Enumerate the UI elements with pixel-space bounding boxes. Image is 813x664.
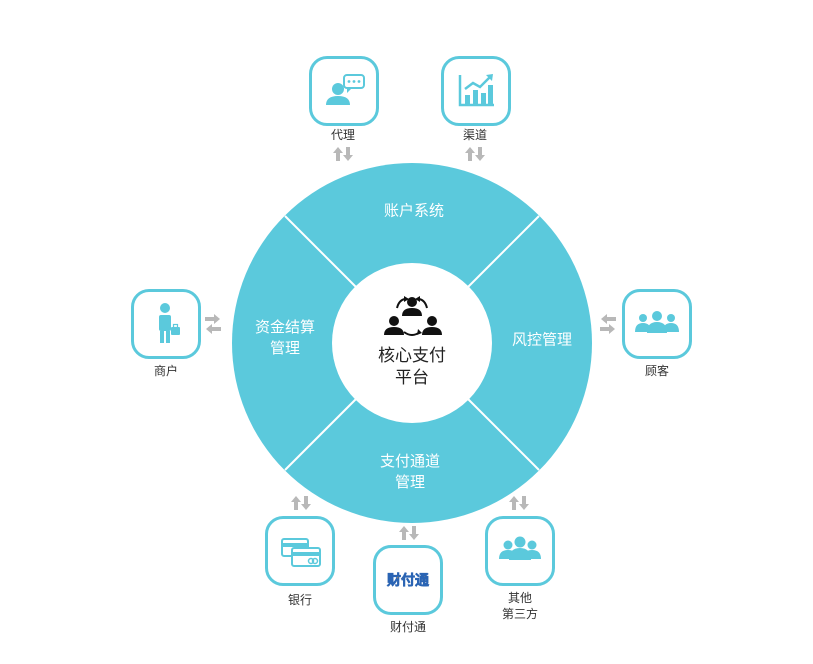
ring-divider-top-right xyxy=(467,215,540,288)
customer-node xyxy=(622,289,692,359)
agent-label: 代理 xyxy=(330,128,356,142)
bar-chart-growth-icon xyxy=(458,74,494,107)
merchant-label: 商户 xyxy=(153,364,179,378)
bank-cards-icon xyxy=(281,538,321,567)
segment-left-label: 资金结算 管理 xyxy=(255,317,315,359)
tenpay-bidirectional-arrows xyxy=(399,526,419,540)
segment-left-line2: 管理 xyxy=(269,339,301,357)
inner-core-circle xyxy=(332,263,492,423)
tenpay-label: 财付通 xyxy=(389,620,427,634)
segment-left-line1: 资金结算 xyxy=(254,318,316,336)
segment-bottom-label: 支付通道 管理 xyxy=(380,451,440,493)
customer-bidirectional-arrows xyxy=(600,314,616,334)
third-party-line2: 第三方 xyxy=(501,607,539,621)
segment-top-line1: 账户系统 xyxy=(383,201,445,220)
merchant-bidirectional-arrows xyxy=(205,314,221,334)
core-platform-label: 核心支付 平台 xyxy=(378,345,446,389)
bank-node xyxy=(265,516,335,586)
core-platform-line2: 平台 xyxy=(395,368,429,388)
core-platform-line1: 核心支付 xyxy=(378,346,446,366)
channel-bidirectional-arrows xyxy=(465,147,485,161)
agent-node xyxy=(309,56,379,126)
third-party-line1: 其他 xyxy=(507,591,533,605)
channel-node xyxy=(441,56,511,126)
third-party-node xyxy=(485,516,555,586)
tenpay-logo-text: 财付通 xyxy=(386,572,429,589)
tenpay-logo-icon: 财付通 xyxy=(384,570,432,590)
third-party-label: 其他 第三方 xyxy=(502,590,538,622)
ring-divider-top-left xyxy=(284,215,357,288)
tenpay-node: 财付通 xyxy=(373,545,443,615)
ring-divider-bottom-left xyxy=(284,398,357,471)
segment-top-label: 账户系统 xyxy=(384,201,444,222)
segment-right-label: 风控管理 xyxy=(512,330,572,351)
agent-chat-icon xyxy=(326,74,365,105)
people-exchange-icon xyxy=(384,296,442,336)
merchant-node xyxy=(131,289,201,359)
segment-right-line1: 风控管理 xyxy=(511,330,573,349)
ring-divider-bottom-right xyxy=(467,398,540,471)
bank-bidirectional-arrows xyxy=(291,496,311,510)
segment-bottom-line1: 支付通道 xyxy=(379,452,441,470)
segment-bottom-line2: 管理 xyxy=(394,473,426,491)
businessman-icon xyxy=(159,303,180,343)
third-party-group-icon xyxy=(499,536,541,560)
customer-label: 顾客 xyxy=(644,364,670,378)
agent-bidirectional-arrows xyxy=(333,147,353,161)
channel-label: 渠道 xyxy=(462,128,488,142)
third-party-bidirectional-arrows xyxy=(509,496,529,510)
customer-group-icon xyxy=(635,311,679,333)
bank-label: 银行 xyxy=(287,593,313,607)
